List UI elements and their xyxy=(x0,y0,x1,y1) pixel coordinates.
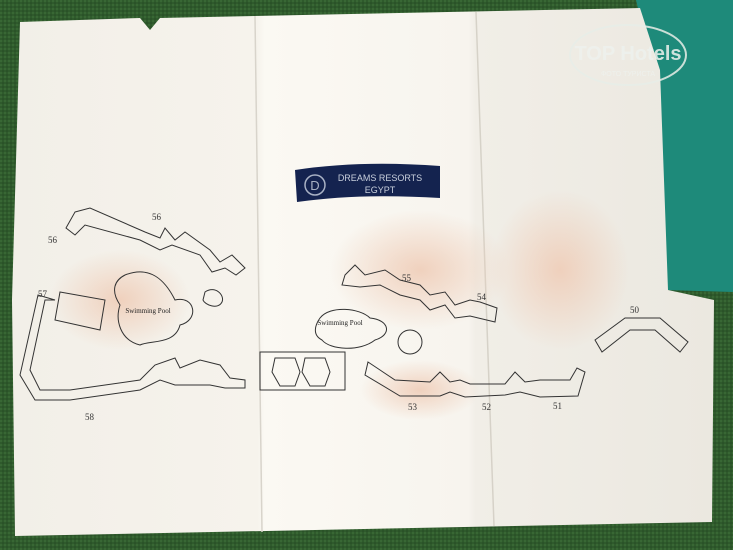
label-57: 57 xyxy=(38,289,48,299)
stain xyxy=(330,210,510,330)
map-center-section: Swimming Pool 55 54 53 52 51 xyxy=(259,264,586,412)
label-51: 51 xyxy=(553,401,562,411)
pool-left-small xyxy=(202,289,224,307)
building-55-54 xyxy=(341,264,498,323)
building-53-51 xyxy=(364,361,586,398)
label-52: 52 xyxy=(482,402,491,412)
tag-line2: EGYPT xyxy=(365,185,396,195)
stain xyxy=(50,250,190,350)
stain xyxy=(490,190,630,350)
tag-line1: DREAMS RESORTS xyxy=(338,173,422,183)
map-right-section: 50 xyxy=(594,305,689,353)
watermark-subtitle: ФОТО ТУРИСТА xyxy=(601,71,655,78)
fold-line xyxy=(254,15,263,533)
round-pool xyxy=(397,329,423,355)
label-pool-center: Swimming Pool xyxy=(317,319,362,327)
stain xyxy=(360,360,480,420)
label-53: 53 xyxy=(408,402,418,412)
logo-letter: D xyxy=(310,178,319,193)
pool-center xyxy=(314,308,387,349)
tophotels-watermark: TOP Hotels ФОТО ТУРИСТА xyxy=(569,24,687,86)
building-58 xyxy=(19,294,246,401)
label-56-left: 56 xyxy=(48,235,58,245)
label-54: 54 xyxy=(477,292,487,302)
center-building xyxy=(259,351,346,391)
label-56-top: 56 xyxy=(152,212,162,222)
building-56-top xyxy=(65,207,246,276)
watermark-brand: TOP Hotels xyxy=(574,43,681,65)
label-50: 50 xyxy=(630,305,640,315)
label-58: 58 xyxy=(85,412,95,422)
building-50 xyxy=(594,317,689,353)
label-55: 55 xyxy=(402,273,412,283)
map-left-section: 56 56 57 58 Swimming Pool xyxy=(19,207,246,422)
dreams-resorts-tag: D DREAMS RESORTS EGYPT xyxy=(295,163,440,202)
label-pool-left: Swimming Pool xyxy=(125,307,170,315)
pool-left xyxy=(114,271,194,346)
building-57 xyxy=(54,291,106,331)
